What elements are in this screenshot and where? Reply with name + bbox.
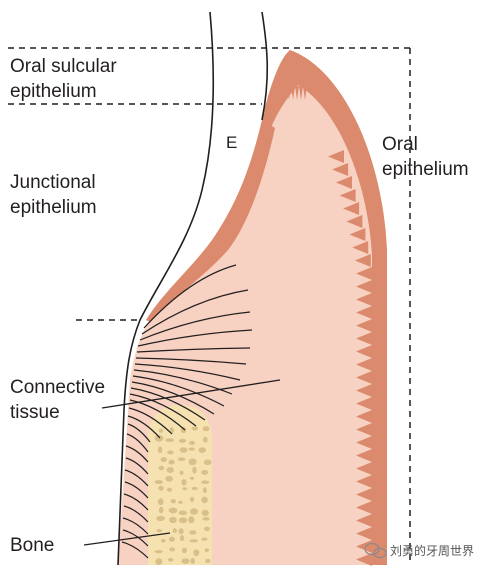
trabecula — [182, 548, 187, 554]
trabecula — [190, 508, 198, 515]
trabecula — [158, 486, 163, 491]
trabecula — [190, 477, 194, 480]
label-oral-sulcular-line2: epithelium — [10, 81, 97, 102]
trabecula — [158, 498, 164, 505]
label-oral-epithelium-line1: Oral — [382, 134, 418, 155]
trabecula — [203, 487, 207, 493]
label-junctional-line2: epithelium — [10, 197, 97, 218]
trabecula — [161, 457, 167, 462]
trabecula — [179, 528, 184, 534]
trabecula — [205, 559, 211, 563]
trabecula — [181, 479, 186, 485]
trabecula — [169, 460, 175, 465]
trabecula — [190, 558, 195, 564]
trabecula — [158, 446, 162, 453]
trabecula — [178, 501, 182, 504]
trabecula — [159, 507, 164, 514]
trabecula — [203, 437, 208, 443]
trabecula — [192, 467, 196, 474]
watermark-text: 刘勇的牙周世界 — [390, 543, 474, 558]
trabecula — [159, 466, 165, 470]
label-connective-line2: tissue — [10, 402, 60, 423]
trabecula — [204, 460, 212, 466]
trabecula — [201, 497, 208, 504]
trabecula — [171, 499, 176, 503]
trabecula — [182, 487, 187, 490]
trabecula — [167, 488, 172, 492]
trabecula — [168, 558, 174, 562]
trabecula — [178, 457, 186, 461]
trabecula — [179, 439, 186, 443]
trabecula — [155, 480, 163, 484]
trabecula — [188, 516, 194, 523]
trabecula — [199, 447, 206, 453]
trabecula — [179, 511, 187, 516]
trabecula — [190, 497, 194, 502]
trabecula — [180, 447, 188, 453]
trabecula — [155, 550, 163, 553]
trabecula — [202, 517, 209, 521]
trabecula — [167, 450, 173, 454]
alveolar-bone — [148, 405, 212, 565]
trabecula — [169, 537, 175, 542]
trabecula — [169, 547, 175, 551]
label-oral-sulcular-line1: Oral sulcular — [10, 56, 117, 77]
trabecula — [201, 470, 208, 475]
trabecula — [204, 527, 210, 532]
trabecula — [180, 535, 184, 541]
trabecula — [156, 516, 165, 521]
trabecula — [189, 441, 195, 445]
label-oral-epithelium-line2: epithelium — [382, 159, 469, 180]
trabecula — [169, 508, 178, 514]
trabecula — [193, 549, 199, 556]
trabecula — [155, 435, 164, 442]
trabecula — [203, 426, 210, 431]
label-connective-line1: Connective — [10, 377, 105, 398]
trabecula — [189, 530, 196, 535]
trabecula — [201, 538, 207, 541]
trabecula — [165, 476, 173, 482]
trabecula — [205, 548, 209, 552]
trabecula — [180, 471, 184, 475]
trabecula — [161, 539, 165, 543]
trabecula — [202, 510, 209, 516]
trabecula — [192, 426, 198, 430]
label-bone: Bone — [10, 535, 54, 556]
trabecula — [165, 438, 174, 442]
trabecula — [189, 458, 197, 465]
trabecula — [155, 558, 162, 565]
trabecula — [182, 558, 190, 564]
trabecula — [169, 517, 177, 523]
trabecula — [201, 480, 209, 484]
trabecula — [159, 429, 164, 433]
trabecula — [167, 467, 174, 473]
trabecula — [179, 517, 187, 523]
label-enamel: E — [226, 133, 237, 152]
trabecula — [156, 529, 162, 532]
trabecula — [189, 447, 195, 450]
label-junctional-line1: Junctional — [10, 172, 96, 193]
trabecula — [189, 539, 198, 542]
trabecula — [192, 487, 198, 490]
trabecula — [173, 528, 177, 533]
